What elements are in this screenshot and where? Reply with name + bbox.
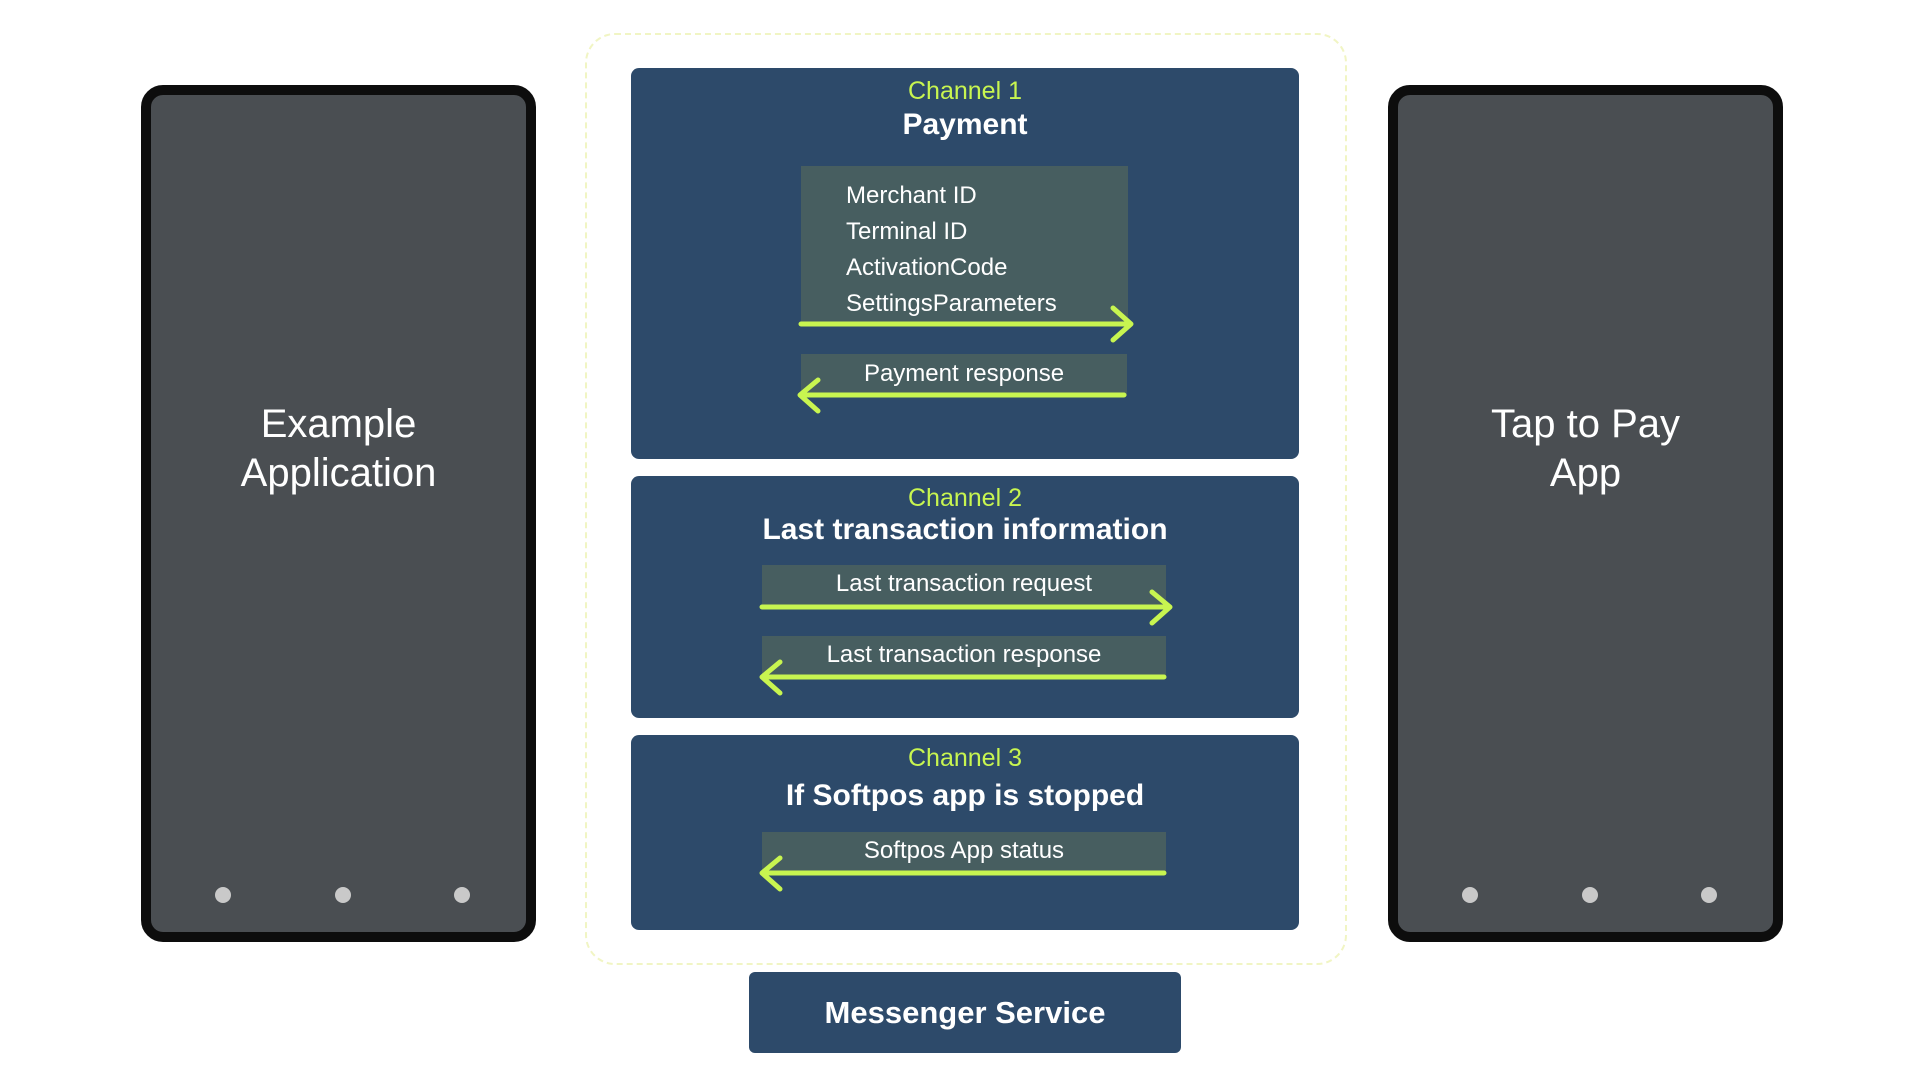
last-transaction-request-panel: Last transaction request xyxy=(762,565,1166,607)
payment-response-label: Payment response xyxy=(863,360,1065,387)
nav-dot xyxy=(335,887,351,903)
parameter-settings-parameters: SettingsParameters xyxy=(846,290,1057,317)
channel-2-title: Last transaction information xyxy=(762,513,1168,546)
left-arrow-icon xyxy=(797,377,1127,414)
right-arrow-icon xyxy=(798,305,1134,343)
last-transaction-response-label: Last transaction response xyxy=(826,641,1102,668)
nav-dot xyxy=(215,887,231,903)
last-transaction-response-panel: Last transaction response xyxy=(762,636,1166,678)
example-application-title: Example Application xyxy=(240,402,437,495)
channel-1-box: Channel 1 Payment Merchant ID Terminal I… xyxy=(631,68,1299,459)
nav-dot xyxy=(454,887,470,903)
tap-to-pay-phone: Tap to Pay App xyxy=(1388,85,1783,942)
channel-1-title: Payment xyxy=(902,108,1028,141)
payment-request-panel: Merchant ID Terminal ID ActivationCode S… xyxy=(801,166,1128,324)
last-transaction-request-label: Last transaction request xyxy=(835,570,1093,597)
messenger-service-box: Messenger Service xyxy=(749,972,1181,1053)
left-arrow-icon xyxy=(759,659,1167,696)
softpos-status-panel: Softpos App status xyxy=(762,832,1166,874)
nav-dot xyxy=(1582,887,1598,903)
messenger-service-label: Messenger Service xyxy=(824,994,1106,1030)
channel-3-title: If Softpos app is stopped xyxy=(785,779,1145,812)
channel-3-label: Channel 3 xyxy=(908,744,1022,772)
softpos-status-label: Softpos App status xyxy=(863,837,1065,864)
nav-dot xyxy=(1462,887,1478,903)
channel-3-box: Channel 3 If Softpos app is stopped Soft… xyxy=(631,735,1299,930)
channel-2-box: Channel 2 Last transaction information L… xyxy=(631,476,1299,718)
messenger-service-boundary xyxy=(585,33,1347,965)
channel-1-label: Channel 1 xyxy=(908,77,1022,105)
channel-2-label: Channel 2 xyxy=(908,484,1022,512)
tap-to-pay-title: Tap to Pay App xyxy=(1490,402,1680,495)
payment-response-panel: Payment response xyxy=(801,354,1127,396)
parameter-activation-code: ActivationCode xyxy=(846,254,1008,281)
nav-dot xyxy=(1701,887,1717,903)
example-application-phone: Example Application xyxy=(141,85,536,942)
right-arrow-icon xyxy=(759,589,1173,626)
left-arrow-icon xyxy=(759,855,1167,892)
payment-parameters-list: Merchant ID Terminal ID ActivationCode S… xyxy=(801,166,1128,322)
parameter-merchant-id: Merchant ID xyxy=(846,182,977,209)
parameter-terminal-id: Terminal ID xyxy=(846,218,968,245)
